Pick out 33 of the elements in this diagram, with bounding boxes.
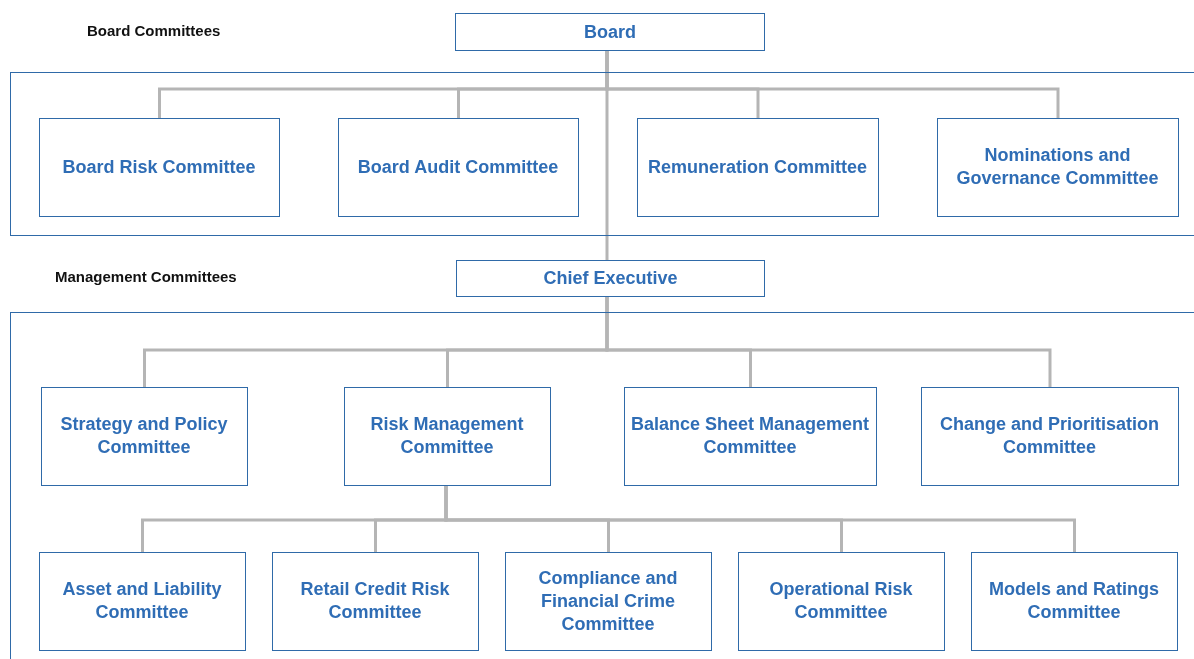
committee-label: Risk Management Committee xyxy=(369,413,525,459)
committee-label: Balance Sheet Management Committee xyxy=(629,413,871,459)
committee-label: Change and Prioritisation Committee xyxy=(939,413,1160,459)
committee-label: Board Audit Committee xyxy=(356,155,560,179)
committee-box xyxy=(271,551,479,651)
committee-box xyxy=(623,386,877,486)
section-heading: Board Committees xyxy=(87,22,221,39)
committee-box xyxy=(456,260,765,297)
committee-box xyxy=(936,117,1179,217)
committee-box xyxy=(504,551,712,651)
committee-label: Models and Ratings Committee xyxy=(988,578,1160,624)
committee-box xyxy=(636,117,879,217)
committee-box xyxy=(38,117,280,217)
committee-label: Strategy and Policy Committee xyxy=(59,413,229,459)
committee-label: Compliance and Financial Crime Committee xyxy=(537,566,679,636)
connector-line xyxy=(605,51,609,260)
committee-box xyxy=(40,386,248,486)
committee-label: Asset and Liability Committee xyxy=(61,578,223,624)
committee-box xyxy=(970,551,1178,651)
committee-label: Nominations and Governance Committee xyxy=(955,144,1160,190)
committee-box xyxy=(455,13,765,51)
committee-label: Chief Executive xyxy=(542,267,679,290)
committee-label: Board xyxy=(583,20,637,44)
committee-label: Retail Credit Risk Committee xyxy=(299,578,451,624)
committee-label: Operational Risk Committee xyxy=(768,578,914,624)
committee-label: Remuneration Committee xyxy=(646,155,868,179)
section-heading: Management Committees xyxy=(55,268,237,285)
committee-box xyxy=(337,117,579,217)
committee-box xyxy=(343,386,551,486)
committee-box xyxy=(38,551,246,651)
committee-label: Board Risk Committee xyxy=(61,155,257,179)
committee-box xyxy=(737,551,945,651)
committee-box xyxy=(920,386,1179,486)
